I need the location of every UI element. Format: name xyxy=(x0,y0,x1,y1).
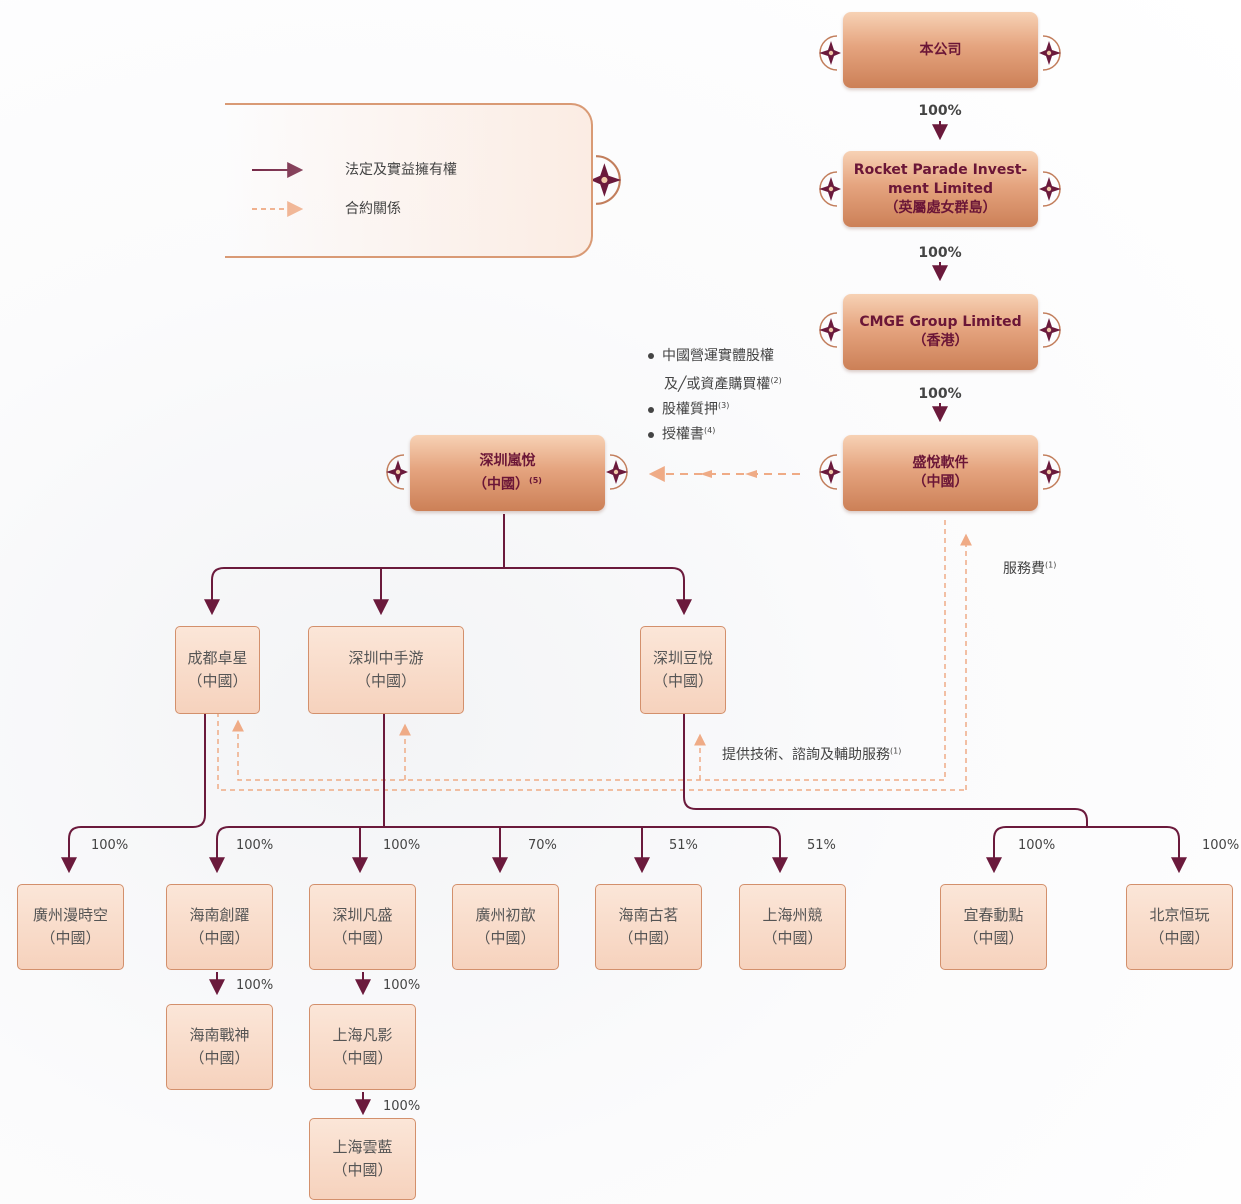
cmge-line2: （香港） xyxy=(912,333,969,349)
rocket-line1: Rocket Parade Invest- xyxy=(853,161,1028,178)
pct-label: 100% xyxy=(236,838,274,853)
node-region: （中國） xyxy=(332,929,393,947)
pct-label: 70% xyxy=(528,838,557,853)
pct-label: 100% xyxy=(383,1099,421,1114)
shengyue-node: 盛悅軟件 （中國） xyxy=(843,435,1038,511)
hainan-chuangyue-node: 海南創躍 （中國） xyxy=(166,884,273,970)
node-name: 成都卓星 xyxy=(187,649,248,667)
shanghai-zhoujing-node: 上海州競 （中國） xyxy=(739,884,846,970)
pct-rocket-cmge: 100% xyxy=(918,245,962,261)
company-node: 本公司 xyxy=(843,12,1038,88)
node-region: （中國） xyxy=(762,929,823,947)
shanghai-fanying-node: 上海凡影 （中國） xyxy=(309,1004,416,1090)
lanyue-line2: （中國）(5) xyxy=(473,475,542,493)
yichun-dongdian-node: 宜春動點 （中國） xyxy=(940,884,1047,970)
cmge-line1: CMGE Group Limited xyxy=(859,314,1022,330)
node-region: （中國） xyxy=(187,672,248,690)
shenzhen-fansheng-node: 深圳凡盛 （中國） xyxy=(309,884,416,970)
node-name: 廣州漫時空 xyxy=(32,906,108,924)
node-name: 深圳中手游 xyxy=(348,649,424,667)
service-provide-label: 提供技術、諮詢及輔助服務(1) xyxy=(722,746,902,763)
node-region: （中國） xyxy=(189,929,250,947)
pct-label: 51% xyxy=(669,838,698,853)
shanghai-yunlan-node: 上海雲藍 （中國） xyxy=(309,1118,416,1200)
node-region: （中國） xyxy=(189,1049,250,1067)
rocket-line3: （英屬處女群島） xyxy=(884,199,997,216)
pct-label: 100% xyxy=(1018,838,1056,853)
node-region: （中國） xyxy=(475,929,536,947)
node-name: 深圳凡盛 xyxy=(332,906,393,924)
pct-label: 100% xyxy=(236,978,274,993)
node-name: 上海凡影 xyxy=(332,1026,393,1044)
node-name: 海南古茗 xyxy=(618,906,679,924)
pct-label: 100% xyxy=(383,838,421,853)
hainan-guming-node: 海南古茗 （中國） xyxy=(595,884,702,970)
node-name: 宜春動點 xyxy=(963,906,1024,924)
cmge-node: CMGE Group Limited （香港） xyxy=(843,294,1038,370)
node-name: 上海州競 xyxy=(762,906,823,924)
shengyue-line1: 盛悅軟件 xyxy=(912,455,969,471)
node-name: 廣州初歆 xyxy=(475,906,536,924)
shengyue-line2: （中國） xyxy=(912,474,969,490)
bullet-option-line2: 及╱或資產購買權(2) xyxy=(664,376,782,393)
company-label: 本公司 xyxy=(919,41,962,58)
legend-contract-label: 合約關係 xyxy=(345,201,401,217)
service-fee-label: 服務費(1) xyxy=(1003,560,1057,577)
legend-box xyxy=(225,103,593,258)
shenzhen-cmge-node: 深圳中手游 （中國） xyxy=(308,626,464,714)
node-region: （中國） xyxy=(332,1049,393,1067)
node-name: 上海雲藍 xyxy=(332,1138,393,1156)
node-region: （中國） xyxy=(1149,929,1210,947)
bullet-pledge: 股權質押(3) xyxy=(648,394,729,422)
guangzhou-chuxin-node: 廣州初歆 （中國） xyxy=(452,884,559,970)
pct-label: 100% xyxy=(383,978,421,993)
node-name: 北京恒玩 xyxy=(1149,906,1210,924)
rocket-line2: ment Limited xyxy=(888,180,993,197)
hainan-zhanshen-node: 海南戰神 （中國） xyxy=(166,1004,273,1090)
lanyue-line1: 深圳嵐悅 xyxy=(479,452,536,469)
bullet-poa: 授權書(4) xyxy=(648,419,715,447)
legend-ornament-icon xyxy=(589,155,623,205)
rocket-node: Rocket Parade Invest- ment Limited （英屬處女… xyxy=(843,151,1038,227)
pct-label: 100% xyxy=(1202,838,1240,853)
node-region: （中國） xyxy=(963,929,1024,947)
node-name: 海南戰神 xyxy=(189,1026,250,1044)
legend-ownership-label: 法定及實益擁有權 xyxy=(345,162,457,178)
node-name: 深圳豆悅 xyxy=(652,649,713,667)
node-region: （中國） xyxy=(355,672,416,690)
shenzhen-lanyue-node: 深圳嵐悅 （中國）(5) xyxy=(410,435,605,511)
guangzhou-manshikong-node: 廣州漫時空 （中國） xyxy=(17,884,124,970)
pct-label: 100% xyxy=(91,838,129,853)
pct-label: 51% xyxy=(807,838,836,853)
node-name: 海南創躍 xyxy=(189,906,250,924)
chengdu-zhuoxing-node: 成都卓星 （中國） xyxy=(175,626,260,714)
node-region: （中國） xyxy=(618,929,679,947)
node-region: （中國） xyxy=(332,1161,393,1179)
pct-company-rocket: 100% xyxy=(918,103,962,119)
node-region: （中國） xyxy=(40,929,101,947)
shenzhen-douyue-node: 深圳豆悅 （中國） xyxy=(640,626,726,714)
beijing-hengwan-node: 北京恒玩 （中國） xyxy=(1126,884,1233,970)
node-region: （中國） xyxy=(652,672,713,690)
pct-cmge-shengyue: 100% xyxy=(918,386,962,402)
bullet-option: 中國營運實體股權 xyxy=(648,344,774,368)
